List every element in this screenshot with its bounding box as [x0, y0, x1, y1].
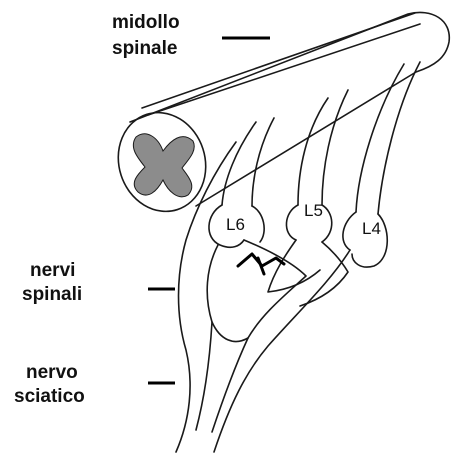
grey-matter-butterfly: [133, 134, 194, 197]
l5-root-left: [298, 98, 328, 205]
l5-root-right: [322, 90, 348, 205]
level-label-l4: L4: [362, 219, 381, 238]
l6-branch-loop: [207, 245, 248, 341]
sciatic-nerve-label-line1: nervo: [26, 362, 78, 383]
spinal-cord-top-highlight: [142, 13, 415, 108]
spinal-cord-label-line1: midollo: [112, 12, 180, 33]
l6-root-left: [222, 122, 256, 205]
sciatic-nerve-label-line2: sciatico: [14, 386, 85, 407]
sciatic-trunk-right-edge: [214, 250, 350, 452]
spinal-nerves-label-line2: spinali: [22, 284, 82, 305]
l5-ganglion-right: [322, 205, 332, 242]
l6-ganglion-right: [252, 206, 264, 242]
level-label-l5: L5: [304, 201, 323, 220]
spinal-cord-top-highlight-inner: [148, 24, 420, 115]
l5-l4-junction: [300, 242, 348, 306]
l6-root-right: [252, 118, 274, 206]
spinal-nerves: [176, 62, 420, 452]
l4-ganglion-left: [343, 212, 356, 250]
sciatic-inner-line: [196, 322, 212, 430]
l5-ganglion-left: [286, 205, 298, 240]
l4-root-left: [356, 64, 404, 212]
level-label-l6: L6: [226, 215, 245, 234]
l4-root-right: [378, 62, 420, 214]
spinal-cord-label-line2: spinale: [112, 38, 177, 59]
spinal-nerves-label-line1: nervi: [30, 260, 75, 281]
